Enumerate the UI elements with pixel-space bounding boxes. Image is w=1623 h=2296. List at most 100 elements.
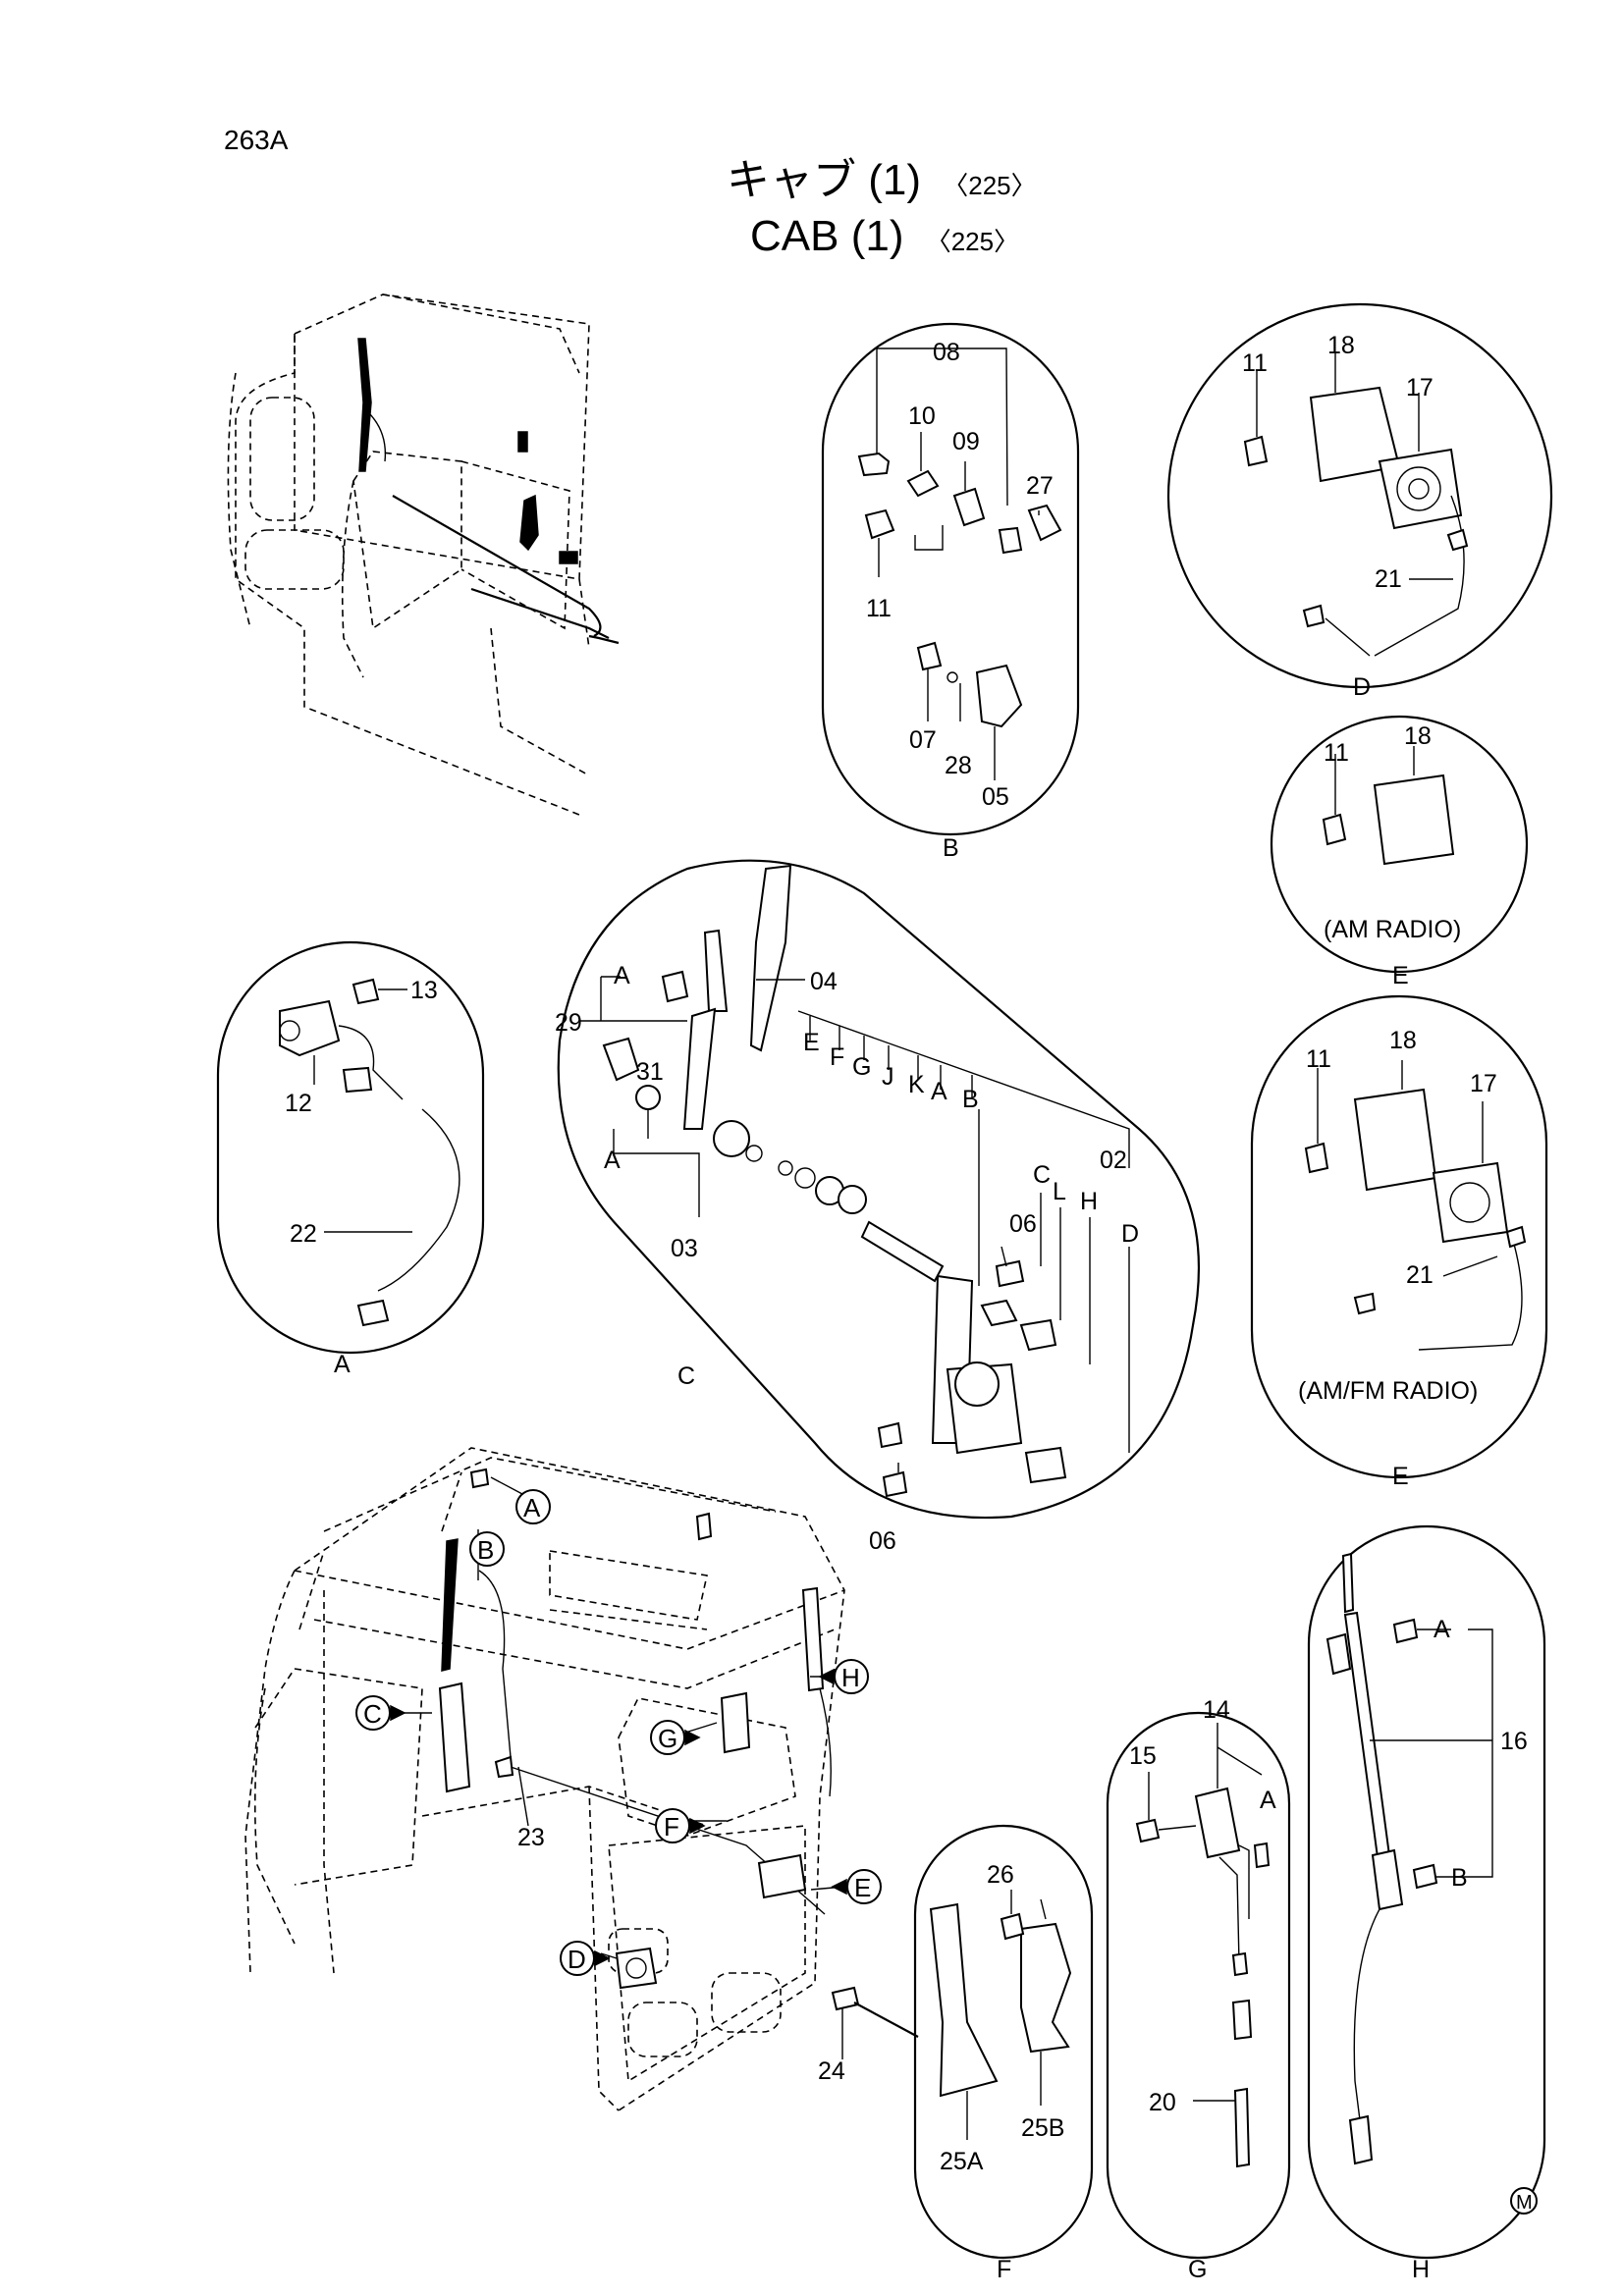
svg-text:F: F [664,1812,679,1842]
label-15: 15 [1129,1742,1157,1770]
detail-e-am-outline [1270,715,1529,974]
callout-e: E [831,1869,882,1904]
label-c-A1: A [614,962,630,989]
svg-text:H: H [841,1663,860,1692]
cab-overview-sketch [227,294,620,816]
label-J: J [882,1063,894,1091]
label-18: 18 [1404,722,1432,750]
title-jp-code: 〈225〉 [943,171,1036,200]
detail-b: B 08 10 09 27 11 07 28 05 [821,322,1080,862]
label-18: 18 [1389,1027,1417,1054]
label-E: E [803,1029,820,1056]
label-18: 18 [1327,332,1355,359]
detail-c: C A 29 0 [555,859,1201,1555]
detail-f-label: F [997,2256,1011,2283]
detail-e-am: E 11 18 (AM RADIO) [1270,715,1529,989]
detail-e-am-label: E [1392,962,1409,989]
cab-main-assembly: A B C D E F G [244,1447,919,2111]
svg-text:D: D [568,1945,586,1974]
label-F: F [830,1043,844,1071]
detail-h-outline [1307,1524,1546,2260]
label-D: D [1121,1220,1139,1248]
callout-d: D [560,1941,611,1976]
label-04: 04 [810,968,838,995]
label-21: 21 [1406,1261,1434,1289]
label-11: 11 [866,595,892,622]
label-22: 22 [290,1220,317,1248]
label-06-lower: 06 [869,1527,896,1555]
label-B: B [962,1086,979,1113]
detail-g: G 14 15 A 20 [1106,1696,1291,2283]
label-C: C [1033,1161,1051,1189]
label-06-upper: 06 [1009,1210,1037,1238]
title-en-text: CAB (1) [750,212,903,260]
label-17: 17 [1406,374,1434,401]
detail-d-label: D [1353,673,1371,701]
detail-a-outline [216,940,485,1355]
detail-h: H A 16 B [1307,1524,1546,2283]
label-29: 29 [555,1009,582,1037]
label-16: 16 [1500,1728,1528,1755]
label-20: 20 [1149,2089,1176,2116]
detail-d: D 11 18 17 21 [1166,302,1553,701]
label-11: 11 [1306,1045,1331,1073]
callout-f: F [655,1808,706,1843]
label-11: 11 [1242,349,1268,377]
label-14: 14 [1203,1696,1230,1724]
detail-e-amfm-label: E [1392,1463,1409,1490]
label-12: 12 [285,1090,312,1117]
label-G: G [852,1053,871,1081]
detail-b-outline [821,322,1080,836]
label-c-A3: A [604,1147,621,1174]
detail-a: A 13 12 22 [216,940,485,1378]
svg-text:A: A [523,1493,541,1522]
label-13: 13 [410,977,438,1004]
detail-b-label: B [943,834,959,862]
detail-e-amfm: E 11 18 17 21 (AM/FM RADIO) [1250,994,1548,1490]
label-h-B: B [1451,1864,1468,1892]
label-05: 05 [982,783,1009,811]
detail-e-amfm-outline [1250,994,1548,1479]
label-09: 09 [952,428,980,455]
label-c-A2: A [931,1078,947,1105]
page-code: 263A [224,125,289,155]
label-11: 11 [1324,739,1349,767]
label-08: 08 [933,339,960,366]
label-25B: 25B [1021,2114,1064,2142]
detail-f: F 26 25A 25B [913,1824,1094,2283]
label-24: 24 [818,2057,845,2085]
detail-c-outline [557,859,1201,1520]
title-english: CAB (1) 〈225〉 [750,212,1019,260]
label-28: 28 [945,752,972,779]
label-17: 17 [1470,1070,1497,1097]
label-07: 07 [909,726,937,754]
svg-text:M: M [1516,2192,1533,2214]
title-en-code: 〈225〉 [926,227,1019,256]
label-10: 10 [908,402,936,430]
callout-a: A [515,1489,551,1524]
note-am-radio: (AM RADIO) [1324,916,1461,943]
svg-text:G: G [658,1724,677,1753]
label-23: 23 [517,1824,545,1851]
detail-g-label: G [1188,2256,1207,2283]
callout-b: B [469,1531,505,1567]
callout-h: H [818,1659,869,1694]
label-K: K [908,1071,925,1098]
title-japanese: キャブ (1) 〈225〉 [727,156,1037,204]
detail-c-label: C [677,1362,695,1390]
label-H: H [1080,1188,1098,1215]
title-jp-text: キャブ (1) [727,156,921,204]
callout-c: C [355,1695,406,1731]
label-25A: 25A [940,2148,984,2175]
label-31: 31 [636,1058,664,1086]
label-g-A: A [1260,1787,1276,1814]
label-h-A: A [1434,1616,1450,1643]
label-27: 27 [1026,472,1054,500]
note-am-fm-radio: (AM/FM RADIO) [1298,1377,1478,1405]
callout-g: G [650,1720,701,1755]
detail-h-label: H [1412,2256,1430,2283]
svg-text:E: E [854,1873,871,1902]
detail-a-label: A [334,1351,351,1378]
detail-f-outline [913,1824,1094,2260]
